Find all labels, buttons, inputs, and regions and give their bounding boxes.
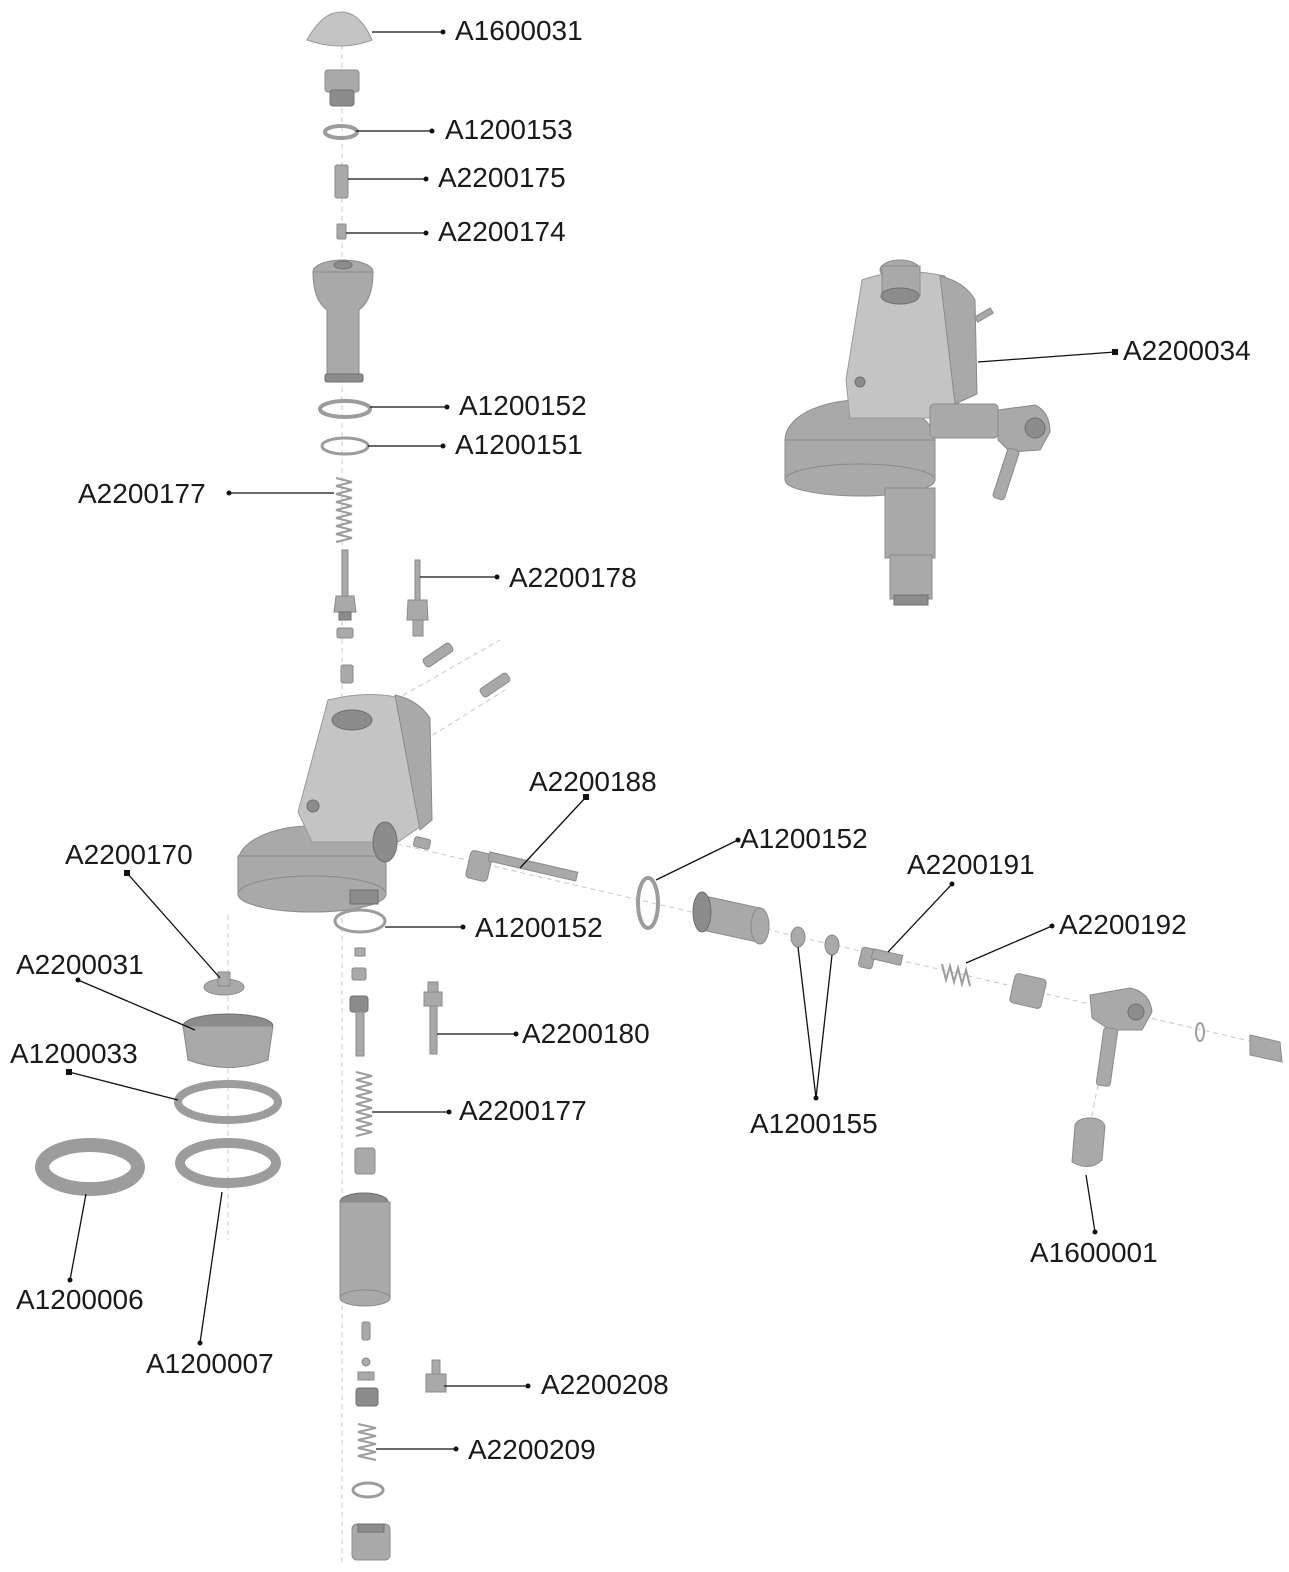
label-a1200152-side: A1200152 [740,823,868,854]
shower-screen-part [182,1013,274,1068]
lower-needle-part [355,1321,379,1407]
small-o-ring-part [323,124,359,140]
valve-pin-part [406,559,429,637]
label-a1200155: A1200155 [750,1108,878,1139]
valve-screw-part [412,836,579,882]
label-a2200177-bottom: A2200177 [459,1095,587,1126]
label-a1600031: A1600031 [455,15,583,46]
label-a1200007: A1200007 [146,1348,274,1379]
lower-plug-part [354,1147,376,1175]
side-pins-part [422,642,511,698]
lower-valve-part [349,947,369,1057]
top-cap-part [306,11,373,47]
label-a1600001: A1600001 [1030,1237,1158,1268]
part-labels: A1600031 A1200153 A2200175 A2200174 A120… [10,15,1251,1465]
label-a2200209: A2200209 [468,1434,596,1465]
small-pin-part [336,223,347,240]
label-a2200170: A2200170 [65,839,193,870]
label-a2200034: A2200034 [1123,335,1251,366]
o-ring-bottom-part [333,908,387,934]
gasket-ring-part [174,1080,282,1124]
label-a2200180: A2200180 [522,1018,650,1049]
group-body-part [237,693,433,913]
lever-knob-part [1071,1117,1106,1167]
shower-screw-part [203,971,245,996]
leader-dots [66,29,1118,1452]
label-a1200152-bottom: A1200152 [475,912,603,943]
large-o-ring-side-part [636,876,660,930]
label-a1200152-top: A1200152 [459,390,587,421]
label-a1200151: A1200151 [455,429,583,460]
gasket-right-part [175,1138,281,1188]
bottom-nut-part [351,1523,391,1561]
o-ring-part [318,399,372,456]
valve-stem-housing-part [312,259,374,383]
label-a2200178: A2200178 [509,562,637,593]
lowest-o-ring-part [351,1481,385,1499]
label-a1200006: A1200006 [16,1284,144,1315]
label-a2200177-top: A2200177 [78,478,206,509]
steam-lever-part [1089,987,1283,1087]
spring-lowest-part [357,1423,377,1461]
label-a2200175: A2200175 [438,162,566,193]
lower-cylinder-part [339,1192,391,1307]
label-a1200153: A1200153 [445,114,573,145]
label-a2200174: A2200174 [438,216,566,247]
small-valve-pin-part [425,1359,447,1393]
spring-top-part [335,477,353,543]
spring-side-part [941,962,971,988]
valve-pin-lower-part [423,981,443,1055]
spring-bottom-part [355,1071,373,1137]
assembled-group-part [784,259,1051,606]
valve-seat-part [692,891,770,945]
label-a2200192: A2200192 [1059,909,1187,940]
label-a2200188: A2200188 [529,766,657,797]
valve-needle-part [333,549,357,684]
gasket-left-part [35,1138,145,1196]
label-a2200208: A2200208 [541,1369,669,1400]
valve-pin-side-part [858,946,904,970]
label-a2200191: A2200191 [907,849,1035,880]
label-a1200033: A1200033 [10,1038,138,1069]
pin-part [334,164,349,199]
label-a2200031: A2200031 [16,949,144,980]
leader-lines [68,31,1116,1450]
bushing-side-part [1009,973,1047,1009]
top-nut-part [324,69,360,107]
